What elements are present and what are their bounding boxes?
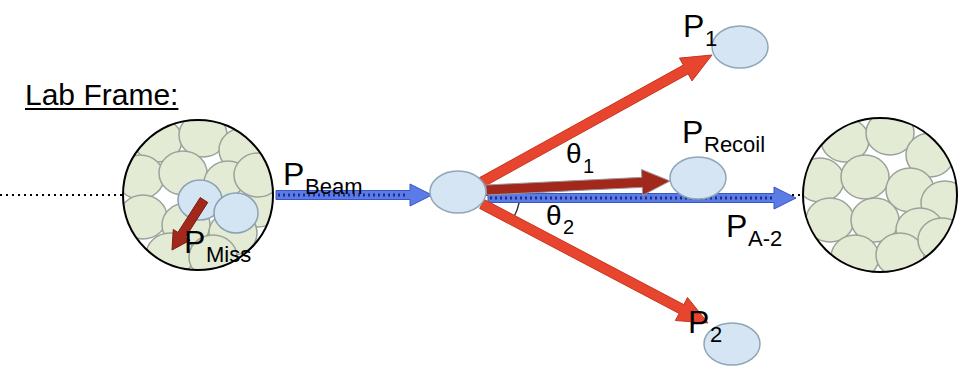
momentum-symbol: P [283, 158, 304, 190]
recoil-nucleon [670, 157, 726, 199]
angle-subscript: 1 [583, 156, 594, 176]
proton-2 [704, 323, 760, 365]
angle-symbol: θ [566, 140, 582, 168]
nucleons [116, 113, 282, 279]
nucleon [234, 153, 282, 197]
nucleons [796, 111, 958, 279]
angle-subscript: 2 [563, 217, 574, 237]
nucleon [806, 198, 854, 242]
momentum-symbol: P [726, 210, 747, 242]
proton-2-arrow [480, 200, 708, 323]
momentum-subscript: Beam [305, 176, 362, 198]
momentum-symbol: P [688, 306, 709, 338]
momentum-subscript: Recoil [704, 134, 765, 156]
residual-arrow-dots [490, 197, 772, 200]
momentum-subscript: A-2 [748, 228, 782, 250]
struck-nucleon [430, 171, 486, 213]
nucleus-outline [803, 118, 957, 272]
momentum-subscript: Miss [206, 244, 251, 266]
momentum-subscript: 1 [705, 28, 717, 50]
proton-1 [712, 26, 768, 68]
recoil-arrow [486, 169, 670, 195]
nucleus-a-minus-2 [796, 111, 958, 279]
frame-title: Lab Frame: [25, 78, 178, 111]
nucleon-pair [214, 193, 258, 233]
nucleon [876, 233, 924, 277]
momentum-symbol: P [184, 226, 205, 258]
momentum-symbol: P [682, 116, 703, 148]
nucleon [841, 155, 889, 199]
nucleus-outline [123, 120, 273, 270]
nucleus-a [116, 113, 282, 279]
momentum-symbol: P [683, 10, 704, 42]
momentum-subscript: 2 [710, 324, 722, 346]
angle-symbol: θ [546, 202, 562, 230]
